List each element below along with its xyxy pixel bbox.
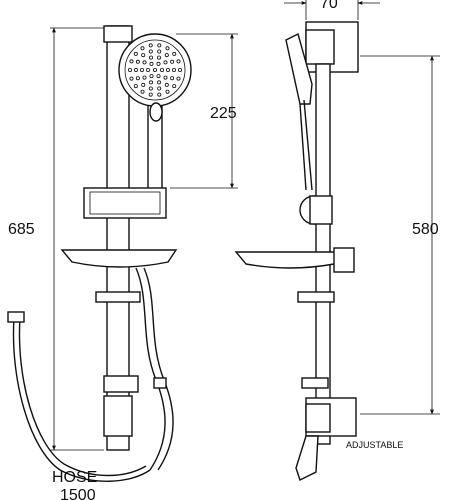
nozzle (145, 68, 150, 73)
nozzle (157, 92, 162, 97)
nozzle (152, 68, 157, 73)
nozzle (164, 82, 169, 87)
side-soap-dish (234, 251, 342, 269)
nozzle (172, 51, 177, 56)
hose-label: HOSE (52, 469, 97, 486)
nozzle (157, 86, 162, 91)
nozzle (165, 68, 170, 73)
nozzle (142, 75, 147, 80)
front-ring-upper (95, 291, 141, 303)
nozzle (148, 49, 153, 54)
nozzle (149, 74, 154, 79)
nozzle (148, 80, 153, 85)
dimension-225-label: 225 (210, 105, 237, 122)
side-view (234, 21, 359, 481)
nozzle (156, 74, 161, 79)
front-bottom-bracket (103, 395, 133, 437)
side-ring-upper (297, 291, 335, 303)
dimension-685-label: 685 (8, 221, 35, 238)
front-slider (83, 187, 167, 219)
nozzle (165, 89, 170, 94)
nozzle (129, 59, 134, 64)
side-ring-lower (301, 377, 329, 389)
nozzle (165, 46, 170, 51)
nozzle (177, 68, 182, 73)
shower-head-nozzles (127, 43, 182, 97)
front-top-bracket (103, 25, 133, 43)
nozzle (157, 43, 162, 48)
nozzle (149, 61, 154, 66)
nozzle (157, 49, 162, 54)
hose-coil (7, 311, 151, 482)
nozzle (176, 59, 181, 64)
side-handset (285, 32, 313, 105)
nozzle (141, 82, 146, 87)
nozzle (156, 80, 161, 85)
nozzle (135, 76, 140, 81)
nozzle (148, 92, 153, 97)
nozzle (129, 76, 134, 81)
nozzle (170, 76, 175, 81)
nozzle (140, 89, 145, 94)
adjustable-label: ADJUSTABLE (346, 440, 403, 450)
nozzle (133, 51, 138, 56)
nozzle (148, 55, 153, 60)
nozzle (133, 84, 138, 89)
nozzle (171, 68, 176, 73)
dimension-225 (170, 33, 238, 189)
front-soap-dish (60, 249, 178, 268)
nozzle (141, 53, 146, 58)
nozzle (133, 68, 138, 73)
dimension-685 (50, 27, 104, 451)
shower-head (118, 33, 192, 107)
nozzle (139, 68, 144, 73)
nozzle (163, 60, 168, 65)
dimension-70 (284, 0, 380, 20)
nozzle (135, 59, 140, 64)
nozzle (159, 68, 164, 73)
dimension-580 (360, 55, 440, 415)
nozzle (163, 75, 168, 80)
nozzle (176, 76, 181, 81)
nozzle (172, 84, 177, 89)
nozzle (140, 46, 145, 51)
dimension-70-label: 70 (320, 0, 338, 12)
dimension-580-label: 580 (412, 221, 439, 238)
nozzle (156, 61, 161, 66)
nozzle (170, 59, 175, 64)
nozzle (142, 60, 147, 65)
nozzle (148, 43, 153, 48)
nozzle (148, 86, 153, 91)
nozzle (127, 68, 132, 73)
front-view (60, 25, 192, 471)
front-ring-lower (103, 375, 139, 393)
nozzle (164, 53, 169, 58)
hose-length-label: 1500 (60, 487, 96, 500)
nozzle (156, 55, 161, 60)
